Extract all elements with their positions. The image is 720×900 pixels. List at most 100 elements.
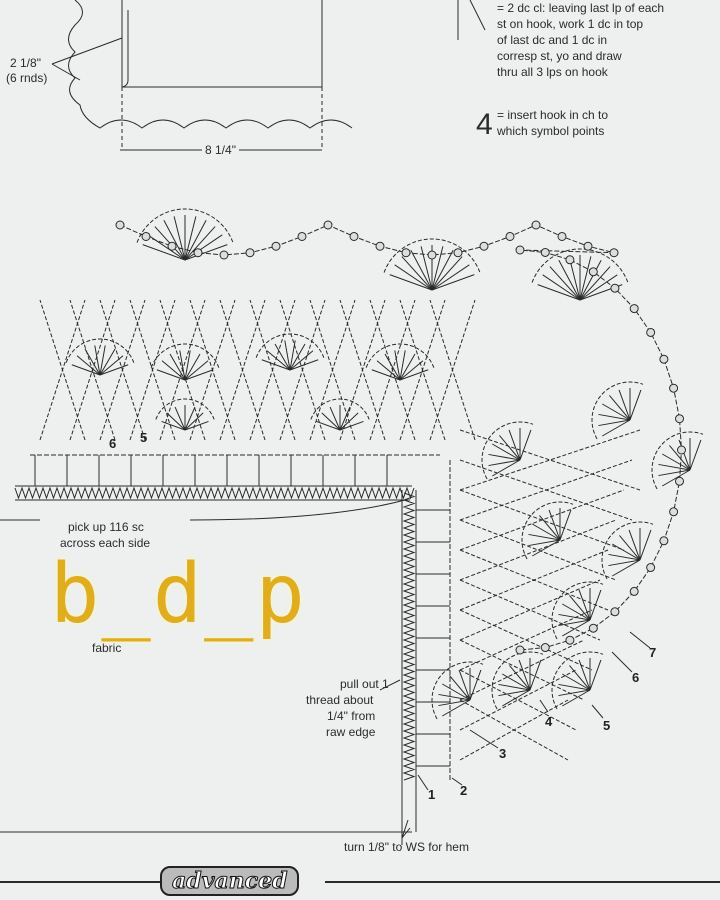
picot <box>610 283 620 293</box>
side-fan-6-stitch <box>438 693 471 701</box>
round-number-5: 5 <box>603 718 611 733</box>
side-fan-4-stitch <box>639 529 652 561</box>
side-fan-8-stitch <box>558 689 591 697</box>
side-fan-4-stitch <box>608 559 641 567</box>
side-fan-6-stitch <box>449 675 471 701</box>
side-fan-5-stitch <box>562 603 591 621</box>
depth-pointer <box>51 37 123 81</box>
top-fan-0-stitch <box>173 216 186 261</box>
low-fan-0-stitch <box>184 406 196 431</box>
pull-thread-line-4: raw edge <box>326 725 376 739</box>
top-fan-2-stitch <box>537 284 581 301</box>
legend-cluster-line-4: corresp st, yo and draw <box>497 49 622 63</box>
picot <box>375 241 385 251</box>
side-fan-4-stitch <box>608 553 641 561</box>
mid-fan-3-stitch <box>394 350 401 381</box>
side-fan-5-stitch <box>569 595 591 621</box>
side-fan-2-stitch <box>488 453 521 461</box>
top-fan-1-stitch <box>389 274 433 291</box>
lattice-chain <box>459 429 641 491</box>
mid-fan-2-stitch <box>266 350 291 371</box>
schematic-dim-guides <box>121 87 323 150</box>
top-round-number-5: 5 <box>140 430 148 445</box>
lattice-chain <box>459 579 601 641</box>
low-fan-0-stitch <box>184 412 204 431</box>
mid-fan-2-chain-arc <box>255 333 325 358</box>
low-fan-0-stitch <box>166 412 186 431</box>
picot <box>540 247 550 257</box>
mid-fan-2-stitch <box>289 350 314 371</box>
mid-fan-0-stitch <box>99 345 106 376</box>
top-fan-1-stitch <box>431 246 444 291</box>
low-fan-0-stitch <box>184 420 209 431</box>
pull-thread-line-2: thread about <box>306 693 374 707</box>
fabric-edge-horizontal <box>15 485 412 501</box>
lattice-chain <box>459 639 585 701</box>
picot <box>323 220 333 230</box>
side-fan-0-stitch <box>658 463 691 471</box>
lattice-chain <box>369 299 416 441</box>
side-fan-7-stitch <box>518 659 531 691</box>
top-fan-1-stitch <box>410 250 433 291</box>
side-fan-7-stitch <box>502 673 531 691</box>
side-fan-1-stitch <box>602 403 631 421</box>
side-fan-8-stitch <box>558 683 591 691</box>
side-fan-8-stitch <box>562 689 591 707</box>
lattice-chain <box>129 299 176 441</box>
top-fan-1-stitch <box>420 246 433 291</box>
top-fan-2-stitch <box>579 256 592 301</box>
low-fan-1-stitch <box>321 412 341 431</box>
legend-cluster-line-2: st on hook, work 1 dc in top <box>497 17 644 31</box>
side-fan-4-stitch <box>619 535 641 561</box>
mid-fan-1-stitch <box>156 369 186 381</box>
mid-fan-3-stitch <box>399 360 424 381</box>
picot <box>401 248 411 258</box>
round-pointer <box>469 729 499 749</box>
low-fan-1-stitch <box>329 406 341 431</box>
side-fan-1-stitch <box>598 413 631 421</box>
side-fan-8-stitch <box>589 659 602 691</box>
top-fan-2-stitch <box>579 260 602 301</box>
side-fan-1-chain-arc <box>591 381 644 440</box>
side-fan-3-stitch <box>548 509 561 541</box>
picot <box>297 231 307 241</box>
picot <box>677 445 686 455</box>
side-fan-5-stitch <box>578 589 591 621</box>
picot <box>675 414 685 424</box>
lattice-chain <box>459 669 577 731</box>
round-number-7: 7 <box>649 645 657 660</box>
picot <box>659 354 669 364</box>
round-number-2: 2 <box>460 783 468 798</box>
picot <box>427 250 437 260</box>
picot <box>565 635 575 645</box>
top-fan-1-stitch <box>431 274 475 291</box>
side-fan-0-stitch <box>669 445 691 471</box>
top-fan-1-stitch <box>431 256 463 291</box>
round-pointer <box>629 631 651 649</box>
mid-fan-2-stitch <box>289 343 306 371</box>
side-fan-1-stitch <box>629 389 642 421</box>
picot <box>646 563 656 573</box>
side-fan-5-stitch <box>558 613 591 621</box>
side-fan-3-stitch <box>559 509 572 541</box>
mid-fan-3-stitch <box>384 353 401 381</box>
lattice-chain <box>459 609 593 671</box>
picot <box>675 476 685 486</box>
side-fan-6-chain-arc <box>431 661 484 720</box>
picot <box>646 327 656 337</box>
top-round-number-6: 6 <box>109 436 117 451</box>
top-fan-1-stitch <box>394 264 433 291</box>
mid-fan-1-stitch <box>184 353 201 381</box>
side-fan-7-stitch <box>509 665 531 691</box>
side-fan-2-stitch <box>492 443 521 461</box>
round-pointer <box>611 651 633 673</box>
lattice-chain <box>339 299 386 441</box>
top-fan-0-stitch <box>184 216 197 261</box>
hem-note: turn 1/8" to WS for hem <box>344 840 469 854</box>
mid-fan-2-stitch <box>284 340 291 371</box>
schematic-fabric-outline <box>121 0 323 88</box>
lattice-chain <box>219 299 266 441</box>
picot <box>193 248 203 258</box>
side-fan-6-stitch <box>438 699 471 707</box>
picot <box>349 231 359 241</box>
